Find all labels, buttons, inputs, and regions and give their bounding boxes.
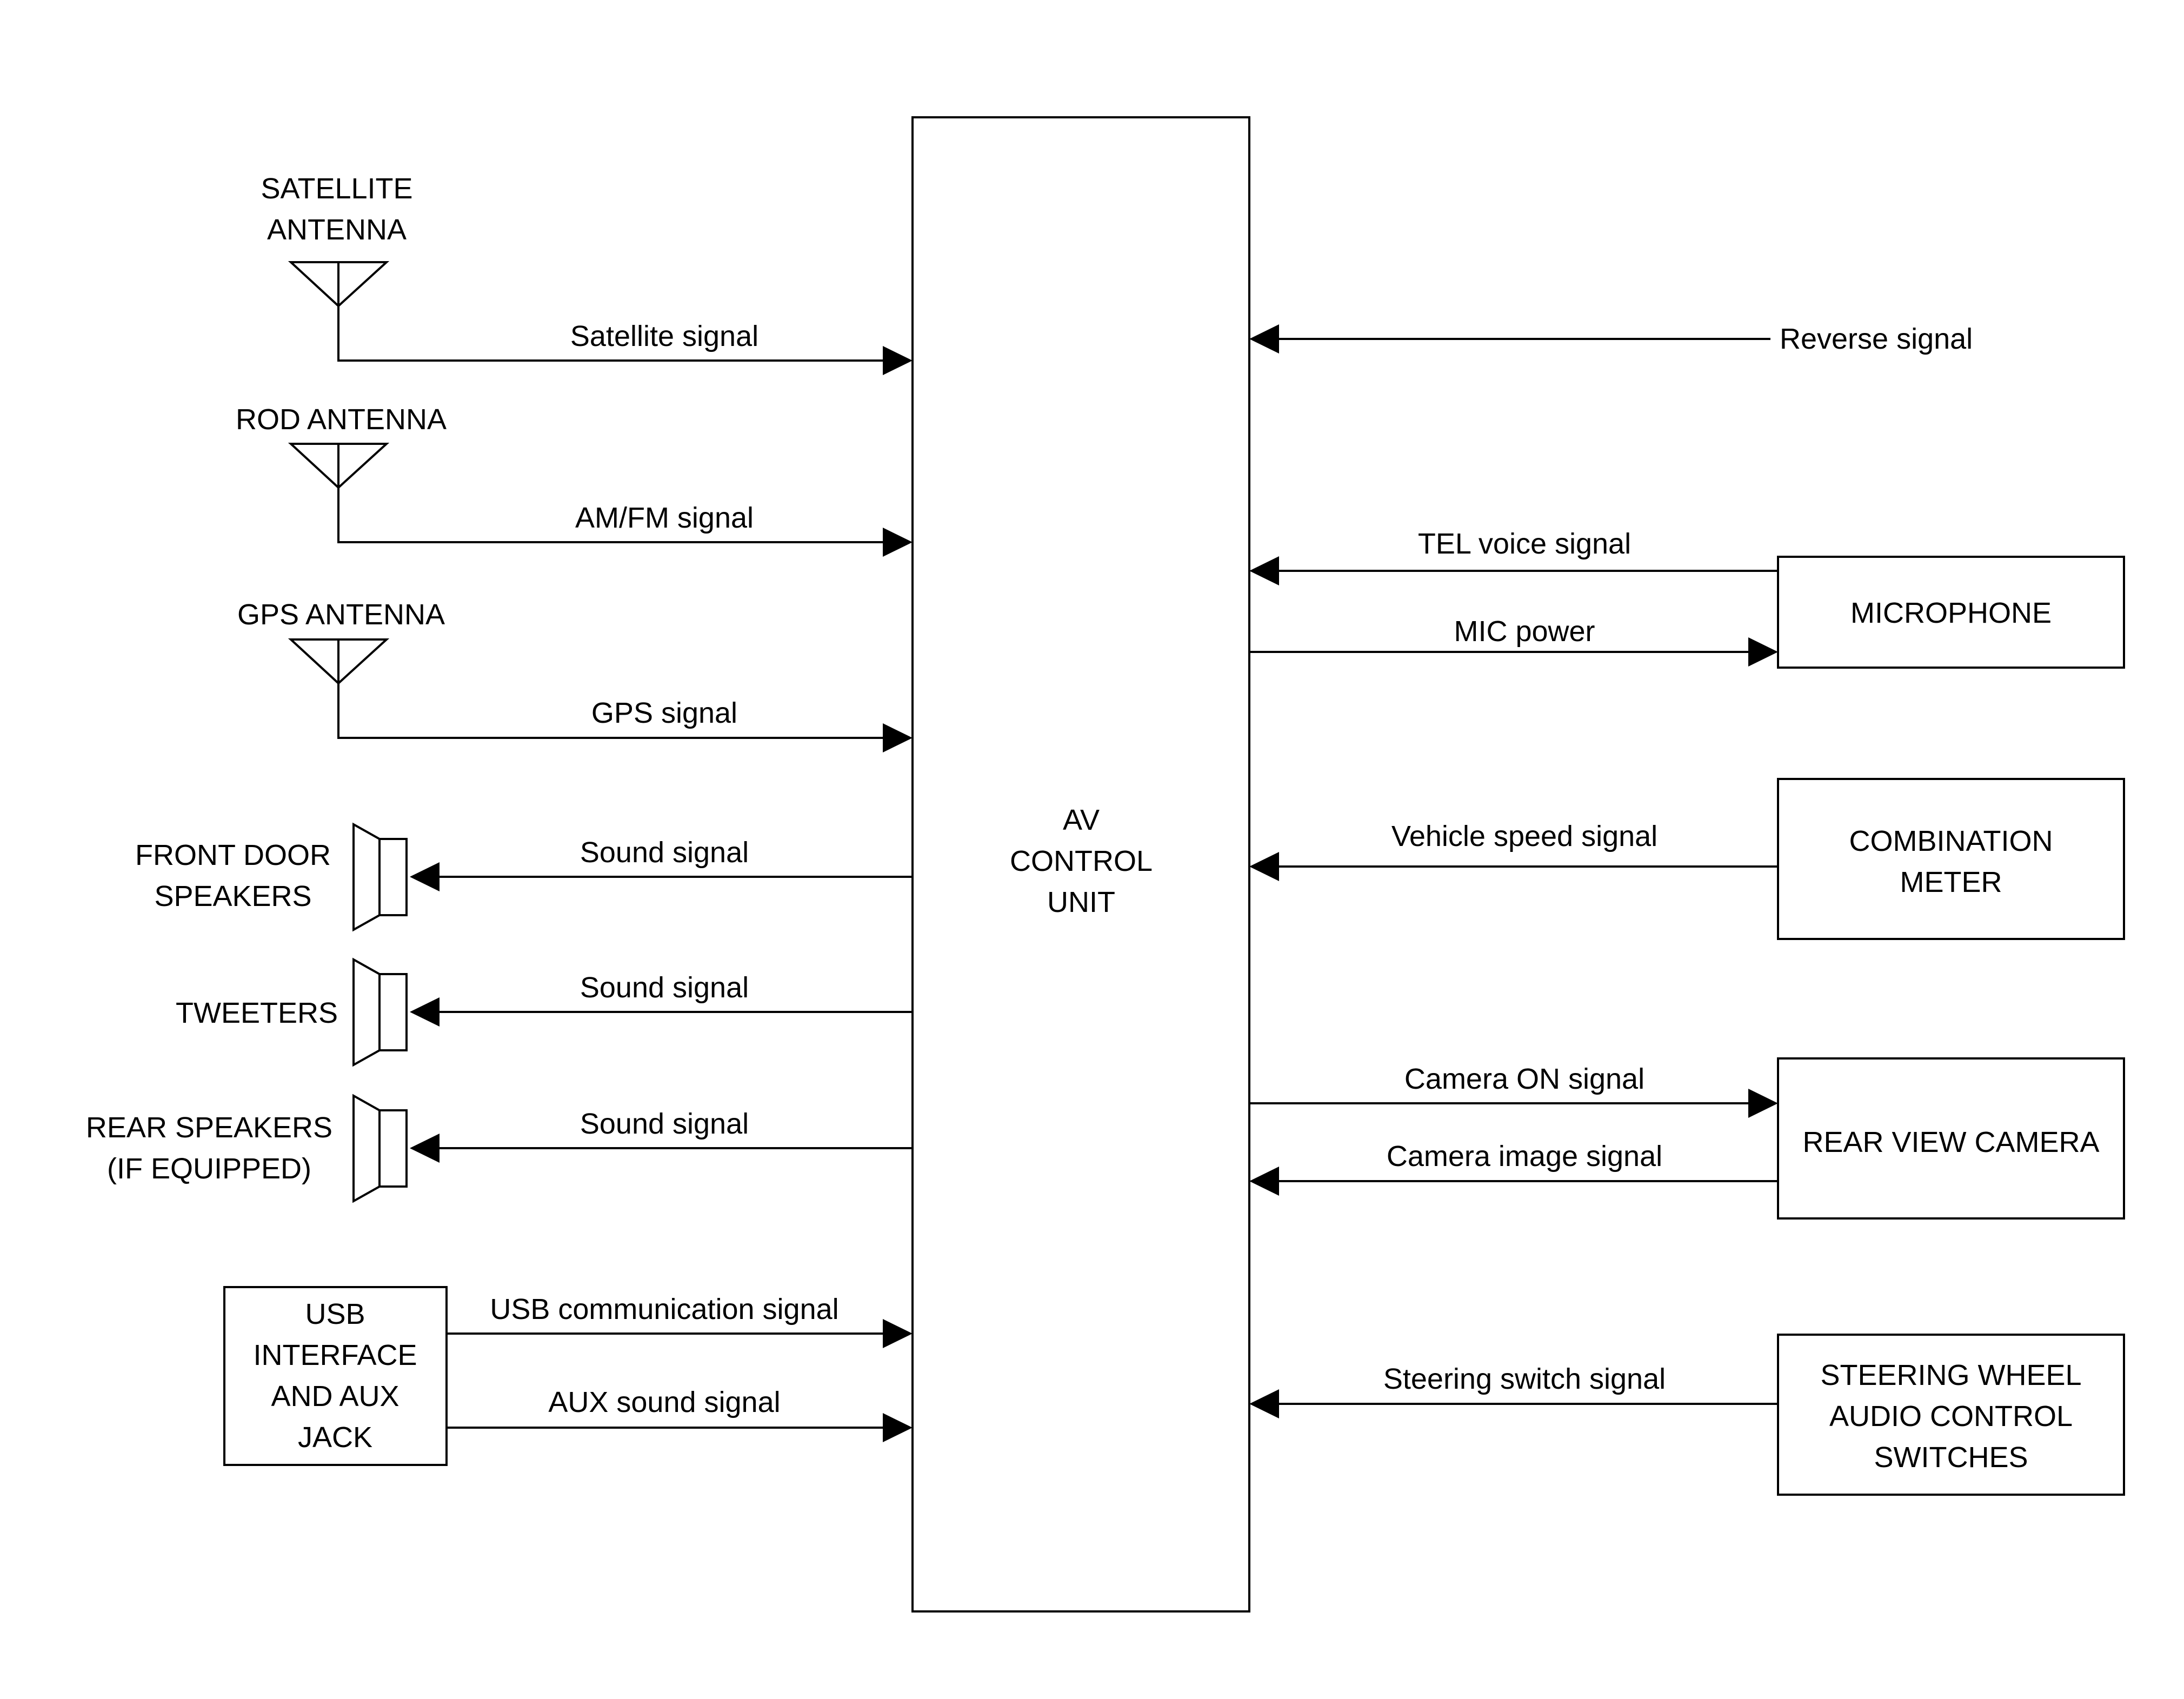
- av-control-unit: AV CONTROL UNIT: [911, 116, 1250, 1613]
- usb-box-label: INTERFACE: [253, 1339, 417, 1371]
- gps-antenna: GPS ANTENNA GPS signal: [237, 598, 913, 752]
- vehicle-speed-signal-connector: [1249, 852, 1778, 881]
- aux-sound-signal-connector: [447, 1413, 913, 1442]
- steering-switches-label: AUDIO CONTROL: [1829, 1400, 2073, 1433]
- gps-antenna-label: GPS ANTENNA: [237, 598, 445, 631]
- usb-box-label: USB: [305, 1298, 365, 1330]
- front-door-speakers-label: FRONT DOOR: [135, 839, 331, 871]
- reverse-signal: Reverse signal: [1249, 323, 1973, 355]
- antenna-icon: [288, 443, 390, 489]
- mic-power-connector: [1249, 637, 1778, 667]
- reverse-signal-connector: [1249, 324, 1770, 354]
- microphone-label: MICROPHONE: [1850, 597, 2052, 629]
- rear-speakers-label: REAR SPEAKERS: [86, 1111, 332, 1144]
- rod-antenna-label: ROD ANTENNA: [236, 403, 447, 436]
- rear-sound-signal-label: Sound signal: [580, 1108, 749, 1140]
- front-door-speakers-label: SPEAKERS: [154, 880, 311, 912]
- tel-voice-signal-label: TEL voice signal: [1418, 528, 1631, 560]
- front-sound-signal-label: Sound signal: [580, 836, 749, 869]
- steering-switch-signal-connector: [1249, 1389, 1778, 1418]
- usb-communication-signal-label: USB communication signal: [490, 1293, 838, 1325]
- aux-sound-signal-label: AUX sound signal: [548, 1386, 780, 1418]
- usb-interface-aux-jack: USB INTERFACE AND AUX JACK USB communica…: [223, 1286, 913, 1466]
- camera-on-signal-connector: [1249, 1089, 1778, 1118]
- camera-on-signal-label: Camera ON signal: [1404, 1063, 1644, 1095]
- front-door-speakers: FRONT DOOR SPEAKERS Sound signal: [135, 822, 913, 932]
- speaker-icon: [352, 822, 408, 932]
- steering-switches-label: SWITCHES: [1874, 1441, 2028, 1474]
- rear-view-camera: REAR VIEW CAMERA Camera ON signal Camera…: [1249, 1057, 2125, 1220]
- usb-communication-signal-connector: [447, 1319, 913, 1348]
- steering-switches-label: STEERING WHEEL: [1820, 1359, 2081, 1391]
- usb-box-label: JACK: [298, 1421, 372, 1454]
- satellite-signal-label: Satellite signal: [570, 320, 758, 352]
- usb-box-label: AND AUX: [271, 1380, 399, 1412]
- rear-speakers-label: (IF EQUIPPED): [107, 1152, 311, 1185]
- combination-meter-label: COMBINATION: [1849, 825, 2053, 857]
- steering-switch-signal-label: Steering switch signal: [1383, 1363, 1666, 1395]
- tweeter-sound-signal-connector: [410, 997, 913, 1027]
- antenna-icon: [288, 638, 390, 685]
- av-control-unit-label: AV: [1063, 804, 1100, 836]
- combination-meter-label: METER: [1900, 866, 2002, 898]
- rear-sound-signal-connector: [410, 1134, 913, 1163]
- front-sound-signal-connector: [410, 862, 913, 891]
- av-control-unit-label: UNIT: [1047, 886, 1115, 918]
- combination-meter: COMBINATION METER Vehicle speed signal: [1249, 778, 2125, 940]
- rod-antenna: ROD ANTENNA AM/FM signal: [236, 403, 913, 557]
- tweeters-label: TWEETERS: [176, 997, 338, 1029]
- satellite-antenna: SATELLITE ANTENNA Satellite signal: [261, 172, 913, 375]
- am-fm-signal-connector: [337, 488, 913, 557]
- speaker-icon: [352, 957, 408, 1067]
- camera-image-signal-label: Camera image signal: [1387, 1140, 1662, 1172]
- microphone: MICROPHONE TEL voice signal MIC power: [1249, 528, 2125, 669]
- tweeters: TWEETERS Sound signal: [176, 957, 913, 1067]
- reverse-signal-label: Reverse signal: [1780, 323, 1973, 355]
- speaker-icon: [352, 1094, 408, 1203]
- gps-signal-label: GPS signal: [591, 697, 737, 729]
- satellite-antenna-label: SATELLITE: [261, 172, 412, 205]
- antenna-icon: [288, 261, 390, 308]
- steering-wheel-audio-control-switches: STEERING WHEEL AUDIO CONTROL SWITCHES St…: [1249, 1334, 2125, 1496]
- tweeter-sound-signal-label: Sound signal: [580, 971, 749, 1004]
- tel-voice-signal-connector: [1249, 556, 1778, 585]
- camera-image-signal-connector: [1249, 1167, 1778, 1196]
- mic-power-label: MIC power: [1454, 615, 1595, 648]
- am-fm-signal-label: AM/FM signal: [575, 502, 754, 534]
- rear-view-camera-label: REAR VIEW CAMERA: [1802, 1126, 2099, 1158]
- rear-speakers: REAR SPEAKERS (IF EQUIPPED) Sound signal: [86, 1094, 913, 1203]
- satellite-signal-connector: [337, 306, 913, 375]
- satellite-antenna-label: ANTENNA: [267, 214, 407, 246]
- av-control-unit-label: CONTROL: [1010, 845, 1153, 877]
- vehicle-speed-signal-label: Vehicle speed signal: [1391, 820, 1657, 852]
- gps-signal-connector: [337, 683, 913, 752]
